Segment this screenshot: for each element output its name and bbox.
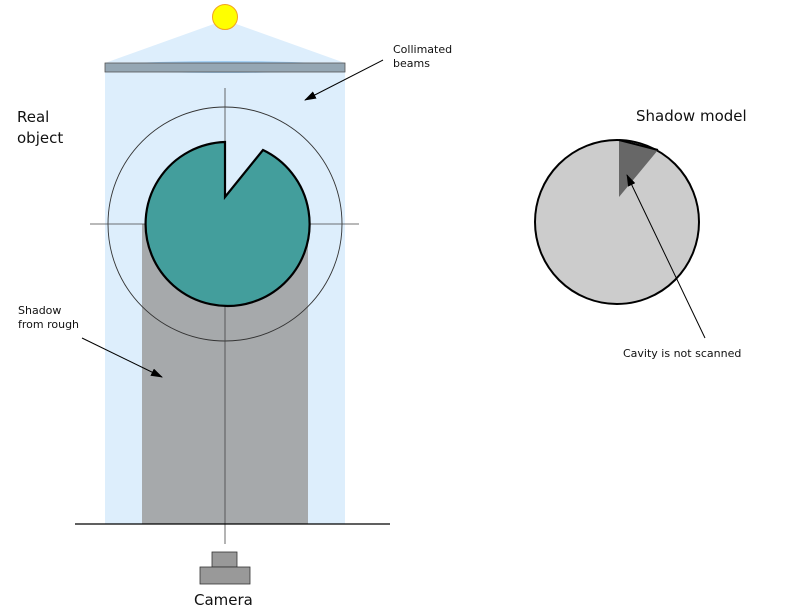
light-source-icon <box>212 4 238 30</box>
shadow-from-rough-label: Shadow from rough <box>18 304 79 332</box>
cavity-label: Cavity is not scanned <box>623 347 742 360</box>
shadow-from-rough-line1: Shadow <box>18 304 62 317</box>
collimated-beams-line1: Collimated <box>393 43 453 56</box>
real-object-line1: Real <box>17 108 50 126</box>
collimated-beams-line2: beams <box>393 56 430 70</box>
light-cone <box>105 20 345 63</box>
cavity-edge <box>618 139 659 151</box>
camera-label: Camera <box>194 591 253 609</box>
real-object <box>144 140 311 308</box>
shadow-arrow <box>81 337 163 378</box>
real-object-label: Real object <box>17 107 63 149</box>
camera-lens-icon <box>211 551 238 568</box>
beams-arrow <box>304 59 384 101</box>
camera-body-icon <box>199 566 251 585</box>
shadow-model-label: Shadow model <box>636 107 747 125</box>
real-object-line2: object <box>17 129 64 147</box>
shadow-from-rough-line2: from rough <box>18 317 80 331</box>
collimating-lens <box>104 62 346 73</box>
shadow-model <box>534 139 700 305</box>
collimated-beams-label: Collimated beams <box>393 43 452 71</box>
cavity-arrow <box>626 174 706 339</box>
